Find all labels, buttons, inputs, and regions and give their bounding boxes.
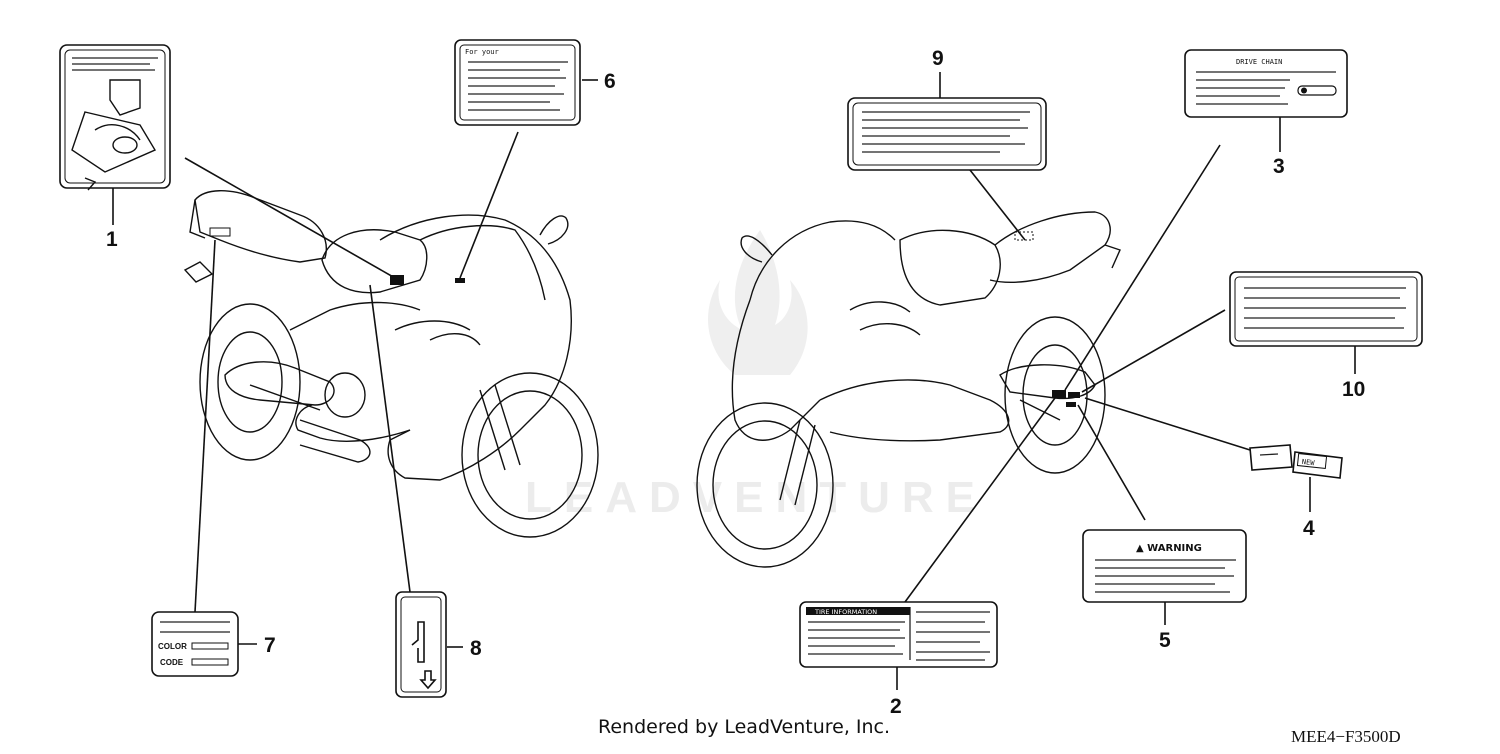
label-4-new: NEW <box>1301 458 1315 467</box>
label-2-tag: TIRE INFORMATION <box>799 601 998 668</box>
rendered-by-text: Rendered by LeadVenture, Inc. <box>598 716 891 738</box>
callout-1: 1 <box>106 228 118 251</box>
callout-2: 2 <box>890 695 902 718</box>
callout-6: 6 <box>604 70 616 93</box>
label-6-heading: For your <box>465 48 499 56</box>
label-7-color: COLOR <box>158 642 187 651</box>
callout-10: 10 <box>1342 378 1365 401</box>
watermark: LEADVENTURE <box>525 230 987 522</box>
label-7-tag: COLOR CODE <box>151 611 239 677</box>
label-3-tag: DRIVE CHAIN <box>1184 49 1348 118</box>
callout-5: 5 <box>1159 629 1171 652</box>
motorcycle-right-view <box>696 211 1121 568</box>
callout-3: 3 <box>1273 155 1285 178</box>
diagram-code: MEE4−F3500D <box>1291 727 1401 746</box>
label-7-code: CODE <box>160 658 184 667</box>
label-5-heading: ▲ WARNING <box>1136 543 1202 554</box>
callout-7: 7 <box>264 634 276 657</box>
label-8-tag <box>395 591 447 698</box>
watermark-text: LEADVENTURE <box>525 473 987 522</box>
callout-9: 9 <box>932 47 944 70</box>
label-2-heading: TIRE INFORMATION <box>814 608 877 616</box>
callout-numbers: 1 2 3 4 5 6 7 8 9 10 <box>106 47 1365 718</box>
label-5-tag: ▲ WARNING <box>1082 529 1247 603</box>
label-9-tag <box>847 97 1047 171</box>
label-6-tag: For your <box>454 39 581 126</box>
label-1-tag <box>59 44 171 191</box>
callout-8: 8 <box>470 637 482 660</box>
callout-4: 4 <box>1303 517 1315 540</box>
leader-lines <box>112 72 1356 690</box>
label-10-tag <box>1229 271 1423 347</box>
label-3-heading: DRIVE CHAIN <box>1236 58 1282 66</box>
label-4-tags: NEW <box>1249 444 1343 479</box>
